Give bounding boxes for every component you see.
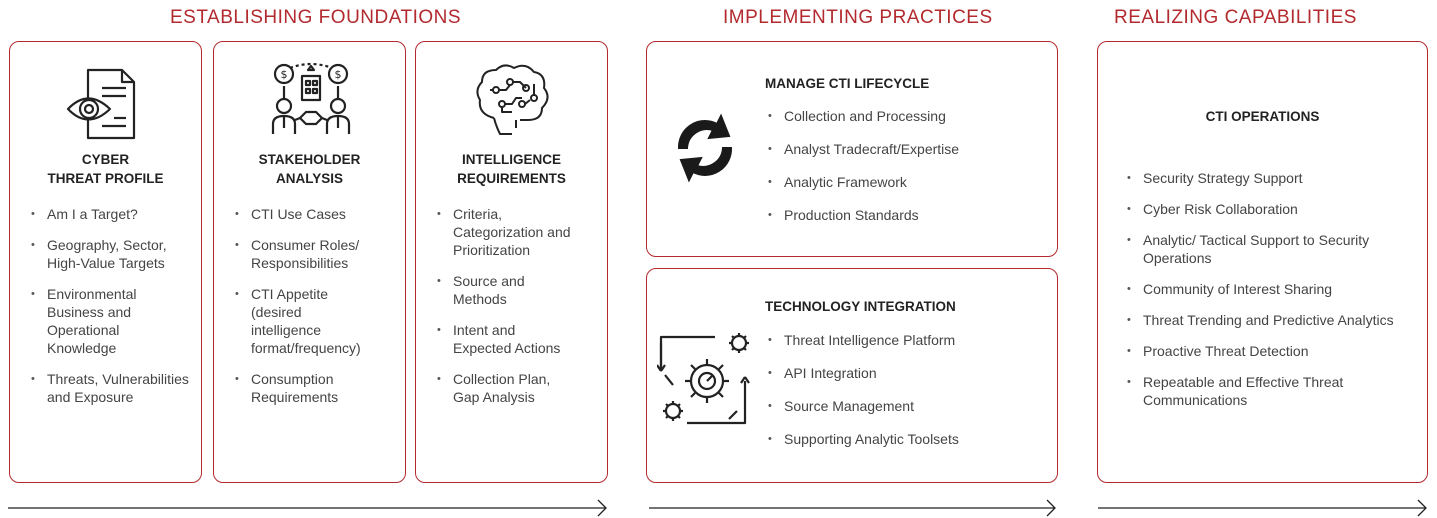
list-item: Source Management <box>767 397 1047 416</box>
list-item: Threat Trending and Predictive Analytics <box>1126 311 1416 329</box>
list-item: Am I a Target? <box>30 205 190 223</box>
list-item: Cyber Risk Collaboration <box>1126 200 1416 218</box>
list-item: CTI Appetite (desired intelligence forma… <box>234 285 373 357</box>
list-item: Production Standards <box>767 206 1047 225</box>
list-item: Analyst Tradecraft/Expertise <box>767 140 1047 159</box>
svg-text:$: $ <box>335 68 342 81</box>
section-title-practices: IMPLEMENTING PRACTICES <box>723 7 993 28</box>
list-item: Environmental Business and Operational K… <box>30 285 190 357</box>
stakeholder-analysis-title: STAKEHOLDER ANALYSIS <box>258 152 361 186</box>
gears-integration-icon <box>657 333 750 425</box>
list-item: Community of Interest Sharing <box>1126 280 1416 298</box>
manage-cti-lifecycle-title: MANAGE CTI LIFECYCLE <box>765 76 930 91</box>
list-item: Collection Plan, Gap Analysis <box>436 370 571 406</box>
list-item: Threat Intelligence Platform <box>767 331 1047 350</box>
list-item: Threats, Vulnerabilities and Exposure <box>30 370 190 406</box>
practices-arrow <box>649 499 1056 517</box>
technology-integration-card: TECHNOLOGY INTEGRATION Threat Intelligen… <box>646 268 1058 483</box>
section-title-foundations: ESTABLISHING FOUNDATIONS <box>170 7 462 28</box>
list-item: Criteria, Categorization and Prioritizat… <box>436 205 596 259</box>
list-item: Security Strategy Support <box>1126 169 1416 187</box>
list-item: Geography, Sector, High-Value Targets <box>30 236 190 272</box>
eye-document-icon <box>66 68 136 140</box>
list-item: Repeatable and Effective Threat Communic… <box>1126 373 1416 409</box>
cti-operations-title: CTI OPERATIONS <box>1205 109 1320 124</box>
list-item: API Integration <box>767 364 1047 383</box>
cyber-threat-profile-list: Am I a Target? Geography, Sector, High-V… <box>30 205 190 419</box>
stakeholder-meeting-icon: $ $ <box>271 62 351 134</box>
cyber-threat-profile-card: CYBER THREAT PROFILE Am I a Target? Geog… <box>9 41 202 483</box>
cyber-threat-profile-title: CYBER THREAT PROFILE <box>47 152 164 186</box>
list-item: Analytic Framework <box>767 173 1047 192</box>
manage-cti-lifecycle-card: MANAGE CTI LIFECYCLE Collection and Proc… <box>646 41 1058 257</box>
technology-integration-title: TECHNOLOGY INTEGRATION <box>765 299 956 314</box>
cycle-arrows-icon <box>677 113 733 183</box>
intelligence-requirements-title: INTELLIGENCE REQUIREMENTS <box>457 152 566 186</box>
list-item: Proactive Threat Detection <box>1126 342 1416 360</box>
list-item: CTI Use Cases <box>234 205 396 223</box>
list-item: Collection and Processing <box>767 107 1047 126</box>
list-item: Consumption Requirements <box>234 370 396 406</box>
list-item: Consumer Roles/ Responsibilities <box>234 236 396 272</box>
capabilities-arrow <box>1098 499 1427 517</box>
foundations-arrow <box>8 499 607 517</box>
section-title-capabilities: REALIZING CAPABILITIES <box>1114 7 1357 28</box>
list-item: Analytic/ Tactical Support to Security O… <box>1126 231 1416 267</box>
manage-cti-lifecycle-list: Collection and Processing Analyst Tradec… <box>767 107 1047 238</box>
brain-circuit-icon <box>476 64 549 135</box>
intelligence-requirements-list: Criteria, Categorization and Prioritizat… <box>436 205 596 419</box>
list-item: Intent and Expected Actions <box>436 321 573 357</box>
list-item: Source and Methods <box>436 272 561 308</box>
intelligence-requirements-card: INTELLIGENCE REQUIREMENTS Criteria, Cate… <box>415 41 608 483</box>
technology-integration-list: Threat Intelligence Platform API Integra… <box>767 331 1047 462</box>
cti-operations-card: CTI OPERATIONS Security Strategy Support… <box>1097 41 1428 483</box>
stakeholder-analysis-card: $ $ STAKEHOLDER ANALYSIS CTI Use Cases C… <box>213 41 406 483</box>
svg-text:$: $ <box>281 68 288 81</box>
list-item: Supporting Analytic Toolsets <box>767 430 1047 449</box>
cti-operations-list: Security Strategy Support Cyber Risk Col… <box>1126 169 1416 422</box>
stakeholder-analysis-list: CTI Use Cases Consumer Roles/ Responsibi… <box>234 205 396 419</box>
